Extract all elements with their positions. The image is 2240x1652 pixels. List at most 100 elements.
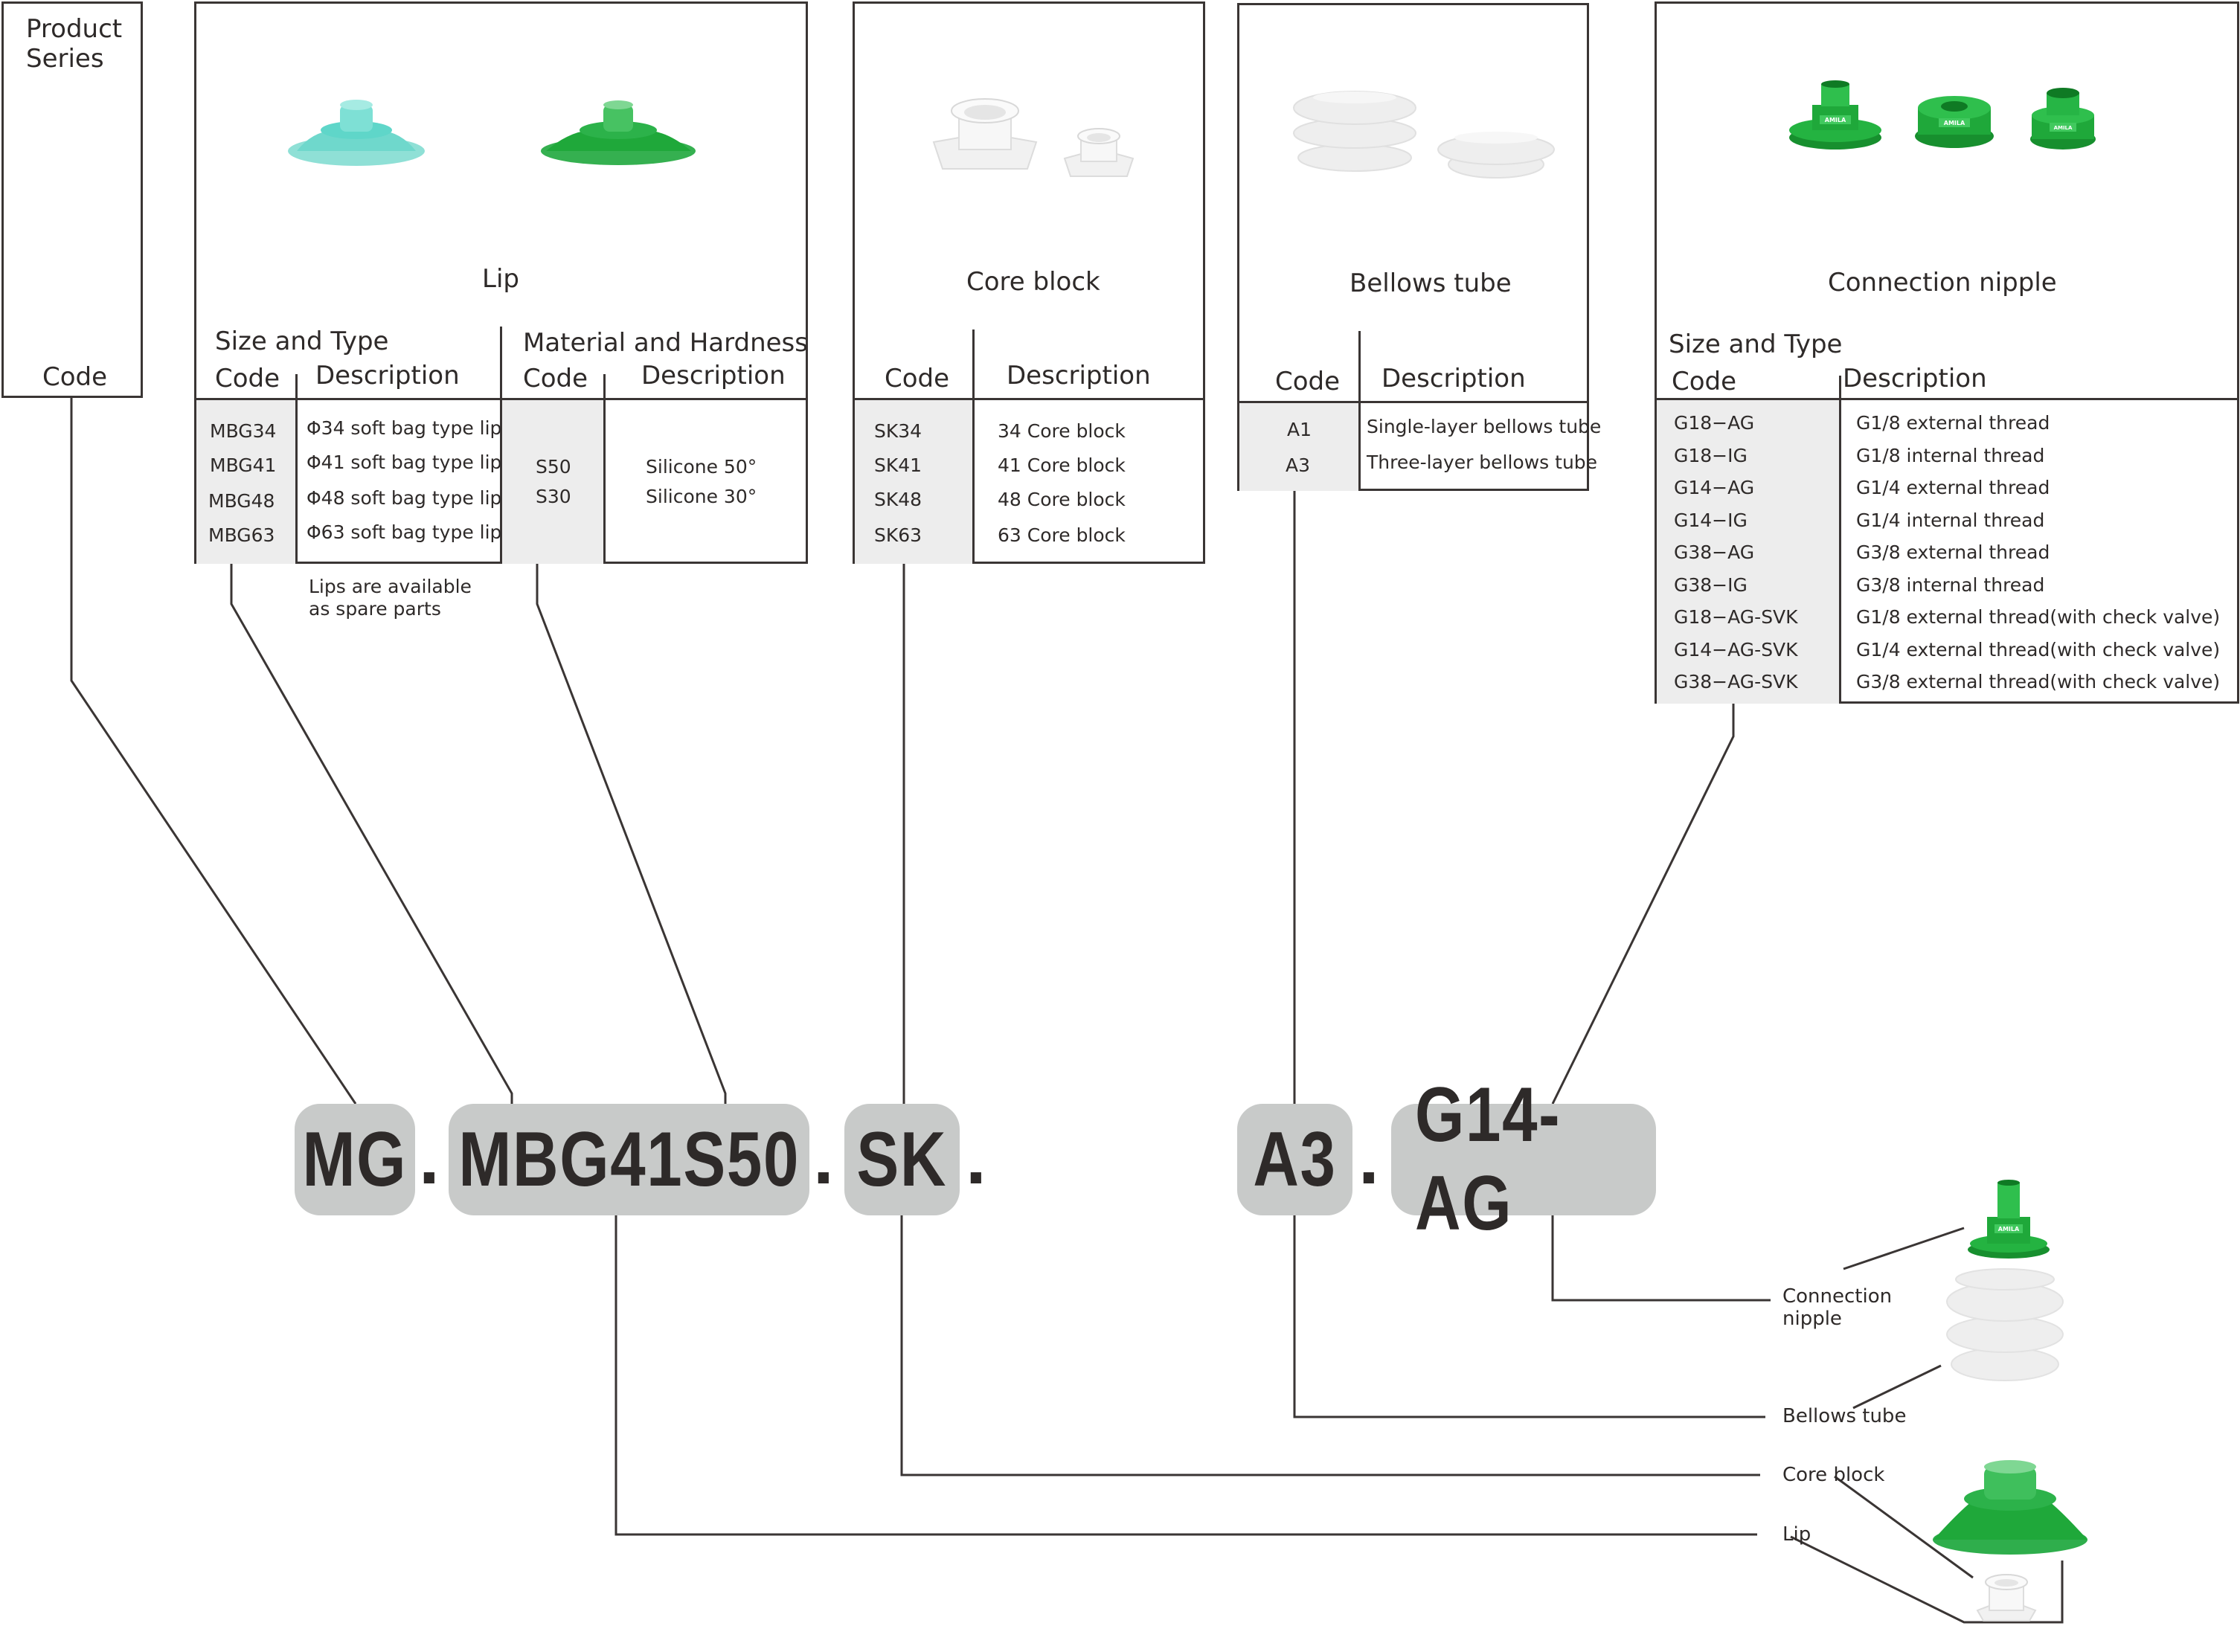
core-block-row-code: SK34 bbox=[874, 420, 922, 442]
bellows-description-header: Description bbox=[1381, 364, 1526, 393]
core-block-image-large bbox=[932, 98, 1038, 170]
nipple-brand-mark: AMILA bbox=[1944, 120, 1965, 126]
nipple-row-code: G14−AG-SVK bbox=[1674, 638, 1798, 661]
pointer-lip bbox=[1790, 1535, 2064, 1624]
assembly-nipple-image: AMILA bbox=[1968, 1180, 2050, 1259]
connector-nipple bbox=[1551, 703, 1735, 1105]
assembly-core-block-image bbox=[1976, 1574, 2037, 1622]
lip-col-divider-2 bbox=[500, 327, 502, 564]
lip-material-description-header: Description bbox=[641, 361, 786, 390]
core-block-row-code: SK48 bbox=[874, 489, 922, 510]
code-segment-product-series: MG bbox=[295, 1104, 415, 1215]
nipple-code-shade bbox=[1657, 400, 1839, 704]
lip-panel: Lip Size and Type Material and Hardness … bbox=[194, 1, 808, 564]
lip-material-code-shade bbox=[502, 400, 605, 564]
nipple-row-description: G1/8 external thread(with check valve) bbox=[1856, 606, 2221, 628]
assembly-bellows-image bbox=[1946, 1268, 2064, 1381]
core-block-col-divider bbox=[972, 330, 975, 564]
core-block-panel: Core block Code Description SK34 34 Core… bbox=[853, 1, 1205, 564]
bellows-code-shade bbox=[1239, 403, 1358, 491]
nipple-row-description: G3/8 external thread bbox=[1856, 541, 2050, 563]
code-separator: . bbox=[813, 1116, 834, 1200]
core-block-row-description: 63 Core block bbox=[998, 524, 1126, 546]
connector-product-series bbox=[70, 397, 357, 1105]
lip-description-header: Description bbox=[315, 361, 460, 390]
core-block-title: Core block bbox=[966, 267, 1100, 297]
product-series-panel: Product Series Code bbox=[1, 1, 143, 398]
assembly-label-nipple-line2: nipple bbox=[1782, 1308, 1842, 1330]
pointer-nipple bbox=[1843, 1227, 1965, 1270]
bellows-code-header: Code bbox=[1275, 367, 1341, 396]
core-block-row-description: 34 Core block bbox=[998, 420, 1126, 442]
connector-lip-material bbox=[536, 563, 727, 1104]
nipple-row-description: G1/8 external thread bbox=[1856, 412, 2050, 434]
nipple-row-code: G14−AG bbox=[1674, 477, 1755, 498]
lip-row-description: Φ63 soft bag type lip bbox=[307, 521, 502, 543]
product-series-code-label: Code bbox=[42, 362, 108, 392]
nipple-row-code: G38−IG bbox=[1674, 573, 1748, 596]
nipple-image-3: AMILA bbox=[2030, 88, 2096, 150]
nipple-row-code: G18−IG bbox=[1674, 444, 1748, 466]
lip-row-description: Φ41 soft bag type lip bbox=[307, 451, 502, 473]
lip-material-description: Silicone 50° bbox=[646, 456, 757, 478]
leader-bellows bbox=[1293, 1215, 1765, 1418]
lip-row-description: Φ48 soft bag type lip bbox=[307, 487, 502, 509]
code-separator: . bbox=[419, 1116, 440, 1200]
nipple-size-type-heading: Size and Type bbox=[1669, 330, 1843, 359]
lip-material-code: S50 bbox=[536, 456, 571, 478]
assembly-label-core-block: Core block bbox=[1782, 1464, 1885, 1486]
nipple-header-divider bbox=[1657, 398, 2239, 400]
core-block-code-header: Code bbox=[885, 364, 950, 393]
nipple-row-description: G1/4 external thread bbox=[1856, 477, 2050, 498]
core-block-row-code: SK63 bbox=[874, 524, 922, 546]
connection-nipple-panel: AMILA AMILA AMILA Connection nipple Size… bbox=[1655, 1, 2239, 704]
nipple-code-header: Code bbox=[1672, 367, 1737, 396]
lip-size-type-heading: Size and Type bbox=[215, 327, 389, 356]
pointer-core-block bbox=[1834, 1475, 1974, 1579]
lip-header-divider bbox=[196, 398, 808, 400]
core-block-code-shade bbox=[855, 400, 972, 564]
pointer-bellows bbox=[1852, 1364, 1942, 1410]
nipple-row-description: G3/8 external thread(with check valve) bbox=[1856, 671, 2221, 692]
assembly-lip-image bbox=[1933, 1460, 2087, 1555]
connection-nipple-title: Connection nipple bbox=[1828, 268, 2057, 298]
code-segment-connection-nipple: G14-AG bbox=[1391, 1072, 1656, 1247]
lip-row-code: MBG63 bbox=[208, 524, 275, 546]
nipple-row-code: G18−AG bbox=[1674, 412, 1755, 434]
nipple-row-description: G3/8 internal thread bbox=[1856, 573, 2045, 596]
nipple-col-divider bbox=[1839, 376, 1841, 704]
lip-row-code: MBG48 bbox=[208, 490, 275, 512]
code-separator: . bbox=[966, 1116, 986, 1200]
bellows-row-description: Single-layer bellows tube bbox=[1367, 416, 1602, 437]
assembly-brand-mark: AMILA bbox=[1998, 1226, 2020, 1232]
core-block-header-divider bbox=[855, 398, 1205, 400]
lip-code-column-shade bbox=[196, 400, 295, 564]
core-block-row-description: 41 Core block bbox=[998, 454, 1126, 476]
nipple-row-description: G1/4 internal thread bbox=[1856, 509, 2045, 531]
assembly-label-lip: Lip bbox=[1782, 1523, 1811, 1546]
lip-col-divider-3 bbox=[603, 374, 606, 564]
lip-image-teal bbox=[288, 100, 425, 166]
nipple-brand-mark: AMILA bbox=[1825, 117, 1846, 123]
assembly-label-nipple-line1: Connection bbox=[1782, 1285, 1893, 1308]
core-block-image-small bbox=[1063, 128, 1135, 177]
lip-material-code-header: Code bbox=[523, 364, 588, 393]
code-separator: . bbox=[1358, 1116, 1379, 1200]
nipple-description-header: Description bbox=[1843, 364, 1987, 393]
product-series-title-line1: Product bbox=[26, 14, 123, 44]
lip-code-header: Code bbox=[215, 364, 280, 393]
assembly-label-bellows-tube: Bellows tube bbox=[1782, 1405, 1907, 1427]
core-block-row-code: SK41 bbox=[874, 454, 922, 476]
bellows-tube-panel: Bellows tube Code Description A1 Single-… bbox=[1237, 3, 1601, 491]
bellows-image-single-layer bbox=[1437, 132, 1555, 179]
bellows-row-code: A3 bbox=[1286, 454, 1311, 476]
product-series-title-line2: Series bbox=[26, 44, 104, 74]
bellows-col-divider bbox=[1358, 331, 1361, 491]
code-segment-core-block: SK bbox=[844, 1104, 960, 1215]
bellows-row-description: Three-layer bellows tube bbox=[1367, 451, 1598, 473]
nipple-row-code: G38−AG bbox=[1674, 541, 1755, 563]
code-segment-bellows-tube: A3 bbox=[1237, 1104, 1352, 1215]
bellows-row-code: A1 bbox=[1287, 419, 1312, 440]
nipple-row-code: G18−AG-SVK bbox=[1674, 606, 1798, 628]
